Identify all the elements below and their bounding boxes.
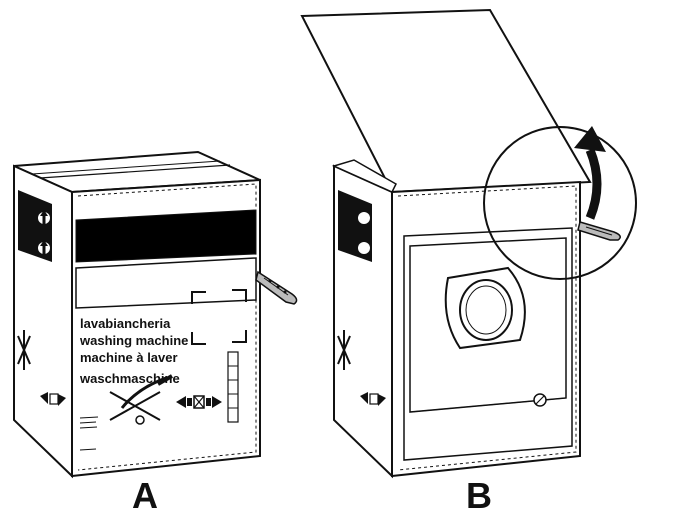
door-glass	[459, 279, 513, 341]
box-a-top-seam	[39, 164, 231, 179]
serial-label-frame	[191, 289, 247, 345]
box-a-label-panel	[75, 257, 257, 309]
lift-direction-arrowhead	[574, 126, 606, 152]
product-name-french: machine à laver	[80, 350, 178, 365]
this-way-up-icon-b	[338, 190, 372, 262]
cutter-tool-b-icon	[577, 221, 621, 241]
side-stacking-icon	[40, 392, 66, 406]
door-glass-inner	[465, 285, 507, 335]
stack-limit-indicator	[227, 351, 239, 423]
box-b-lifted-flap	[300, 8, 592, 194]
recycle-icon	[135, 415, 145, 425]
side-stacking-icon-b	[360, 392, 386, 406]
lift-direction-arrow-icon	[585, 148, 602, 220]
side-umbrella-icon	[17, 330, 31, 370]
box-a-top-seam-2	[31, 160, 221, 175]
box-a-black-band	[75, 209, 257, 263]
panel-label-b: B	[466, 475, 492, 516]
panel-b-box	[300, 8, 637, 479]
panel-a-box: lavabiancheria washing machine machine à…	[13, 150, 298, 479]
side-umbrella-icon-b	[337, 330, 351, 370]
box-b-top-edge	[331, 159, 397, 193]
fine-print-lines	[79, 416, 99, 451]
product-name-italian: lavabiancheria	[80, 316, 171, 331]
cutter-tool-icon	[255, 270, 298, 305]
this-way-up-icon	[18, 190, 52, 262]
detail-magnifier-circle	[483, 126, 637, 280]
panel-label-a: A	[132, 475, 158, 516]
no-knife-icon	[109, 374, 173, 421]
product-name-english: washing machine	[79, 333, 188, 348]
box-a-perforation	[77, 183, 257, 471]
stacking-arrows-icon	[176, 395, 222, 409]
